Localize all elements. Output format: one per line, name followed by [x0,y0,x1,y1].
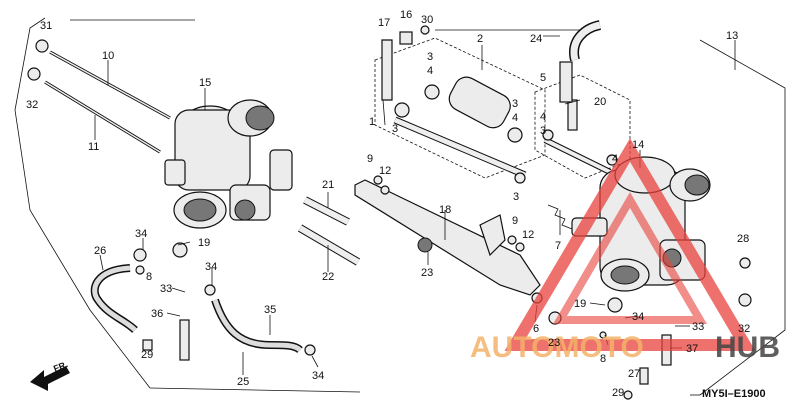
callout-18: 18 [439,204,451,216]
callout-3e: 3 [540,125,546,137]
callout-10: 10 [102,50,114,62]
diagram-code: MY5I–E1900 [702,388,766,400]
callout-19b: 19 [574,298,586,310]
watermark: AUTOMOTO HUB [470,138,780,364]
fuel-hose-24 [559,20,602,103]
callout-29b: 29 [612,387,624,399]
callout-33: 33 [160,283,172,295]
callout-32: 32 [26,99,38,111]
callout-1: 1 [369,116,375,128]
callout-8b: 8 [600,353,606,365]
callout-14: 14 [632,139,644,151]
callout-34d: 34 [632,311,644,323]
callout-32b: 32 [738,323,750,335]
callout-4: 4 [427,65,433,77]
watermark-brand-left: AUTOMOTO [470,331,644,364]
callout-5: 5 [540,72,546,84]
callout-36: 36 [151,308,163,320]
leader-lines [94,35,736,375]
callout-9: 9 [367,153,373,165]
callout-34c: 34 [312,370,324,382]
callout-21: 21 [322,179,334,191]
callout-3: 3 [392,123,398,135]
callout-24: 24 [530,33,542,45]
callout-25: 25 [237,376,249,388]
watermark-triangle-icon [504,138,756,351]
callout-31: 31 [40,20,52,32]
callout-13: 13 [726,30,738,42]
callout-22: 22 [322,271,334,283]
callout-33b: 33 [692,321,704,333]
callout-4b: 4 [512,112,518,124]
watermark-brand-right: HUB [715,331,780,364]
dashed-groups [374,37,631,179]
callout-9b: 9 [512,215,518,227]
callout-35: 35 [264,304,276,316]
callout-11: 11 [88,141,99,153]
callout-4d: 4 [612,153,618,165]
diagram-frame [14,17,786,396]
callout-3c: 3 [512,98,518,110]
front-arrow-icon [30,366,70,391]
bracket-stay [354,179,541,296]
callout-4c: 4 [540,111,546,123]
callout-30: 30 [421,14,433,26]
callout-28: 28 [737,233,749,245]
callout-16: 16 [400,9,412,21]
callout-19: 19 [198,237,210,249]
callout-34b: 34 [205,261,217,273]
callout-27: 27 [628,368,640,380]
part-callouts: 31 10 32 11 15 26 34 19 8 33 34 36 29 35… [26,9,750,399]
callout-37: 37 [686,343,698,355]
hoses [90,264,303,361]
callout-15: 15 [199,77,211,89]
callout-12: 12 [379,165,391,177]
callout-20: 20 [594,96,606,108]
left-carburetor [164,99,293,229]
front-direction: FR. [30,359,70,391]
callout-23: 23 [421,267,433,279]
callout-23b: 23 [548,337,560,349]
callout-12b: 12 [522,229,534,241]
callout-6: 6 [533,323,539,335]
joint-pipes [393,76,618,184]
callout-2: 2 [477,33,483,45]
callout-26: 26 [94,245,106,257]
callout-34: 34 [135,228,147,240]
callout-3b: 3 [427,51,433,63]
callout-3d: 3 [513,191,519,203]
callout-17: 17 [378,17,390,29]
callout-29: 29 [141,349,153,361]
long-bolts [27,39,171,154]
callout-8: 8 [146,271,152,283]
connecting-pipes [297,196,361,266]
right-carburetor [547,156,711,292]
callout-7: 7 [555,240,561,252]
